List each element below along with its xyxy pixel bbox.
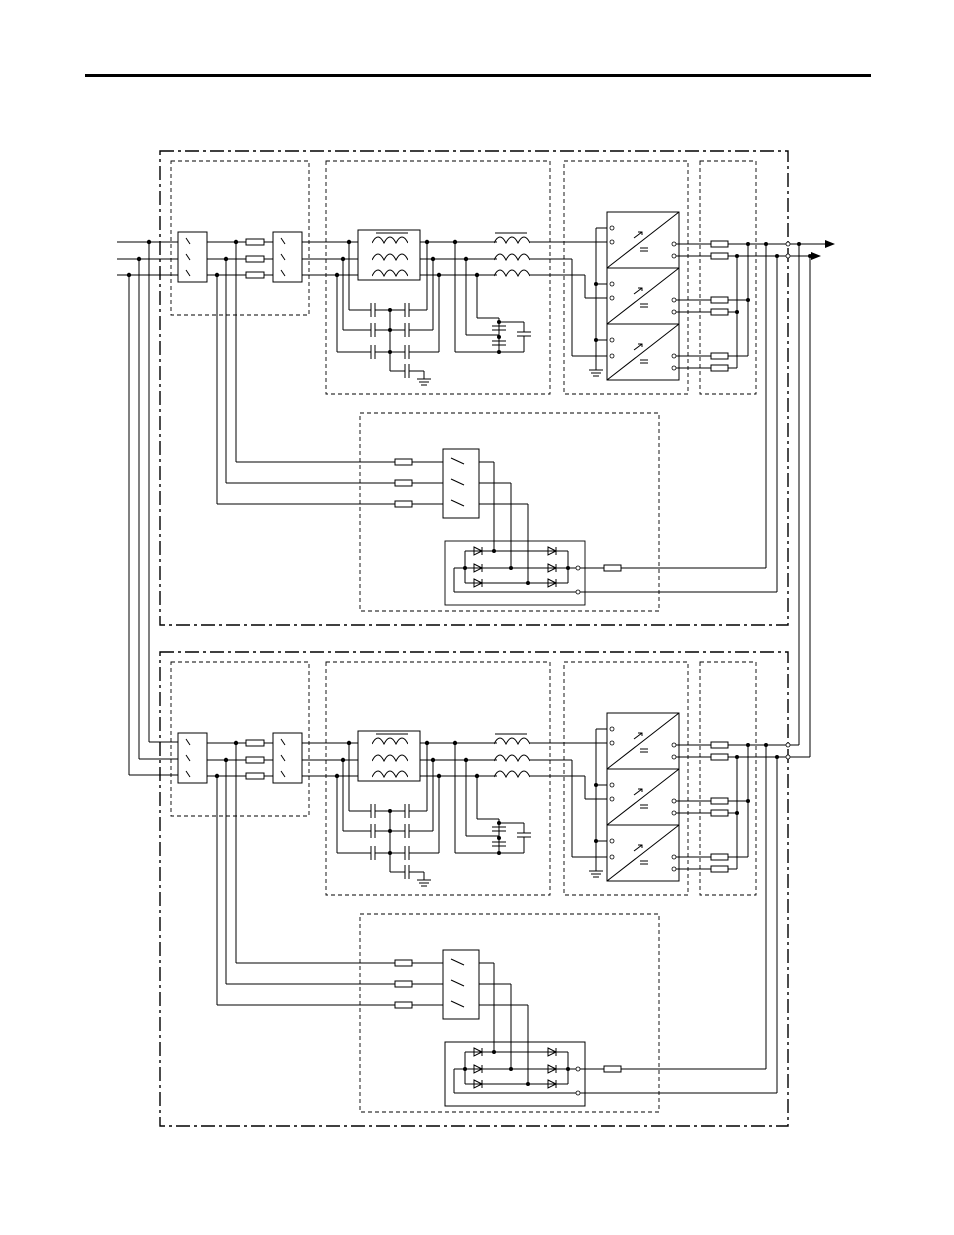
main-contactor <box>273 232 302 282</box>
dc-bus-output <box>737 242 834 757</box>
input-disconnect-switch <box>178 733 207 783</box>
main-contactor <box>273 733 302 783</box>
converter-feed-lines <box>530 729 612 877</box>
input-phase-lines <box>117 240 178 775</box>
precharge-circuit <box>217 743 777 1106</box>
precharge-section <box>360 914 659 1112</box>
input-fuses <box>207 239 273 278</box>
common-mode-choke <box>335 230 441 280</box>
input-fuses <box>207 740 273 779</box>
precharge-section <box>360 413 659 611</box>
precharge-circuit <box>217 242 777 605</box>
input-disconnect-switch <box>178 232 207 282</box>
drive-unit-2 <box>129 652 810 1126</box>
line-reactor <box>453 734 530 778</box>
line-reactor <box>453 233 530 277</box>
output-fuses <box>676 742 750 872</box>
output-fuses <box>676 241 750 371</box>
converter-module-stack <box>607 713 679 881</box>
converter-feed-lines <box>530 228 612 376</box>
converter-module-stack <box>607 212 679 380</box>
common-mode-choke <box>335 731 441 781</box>
drive-unit-1 <box>117 151 834 775</box>
